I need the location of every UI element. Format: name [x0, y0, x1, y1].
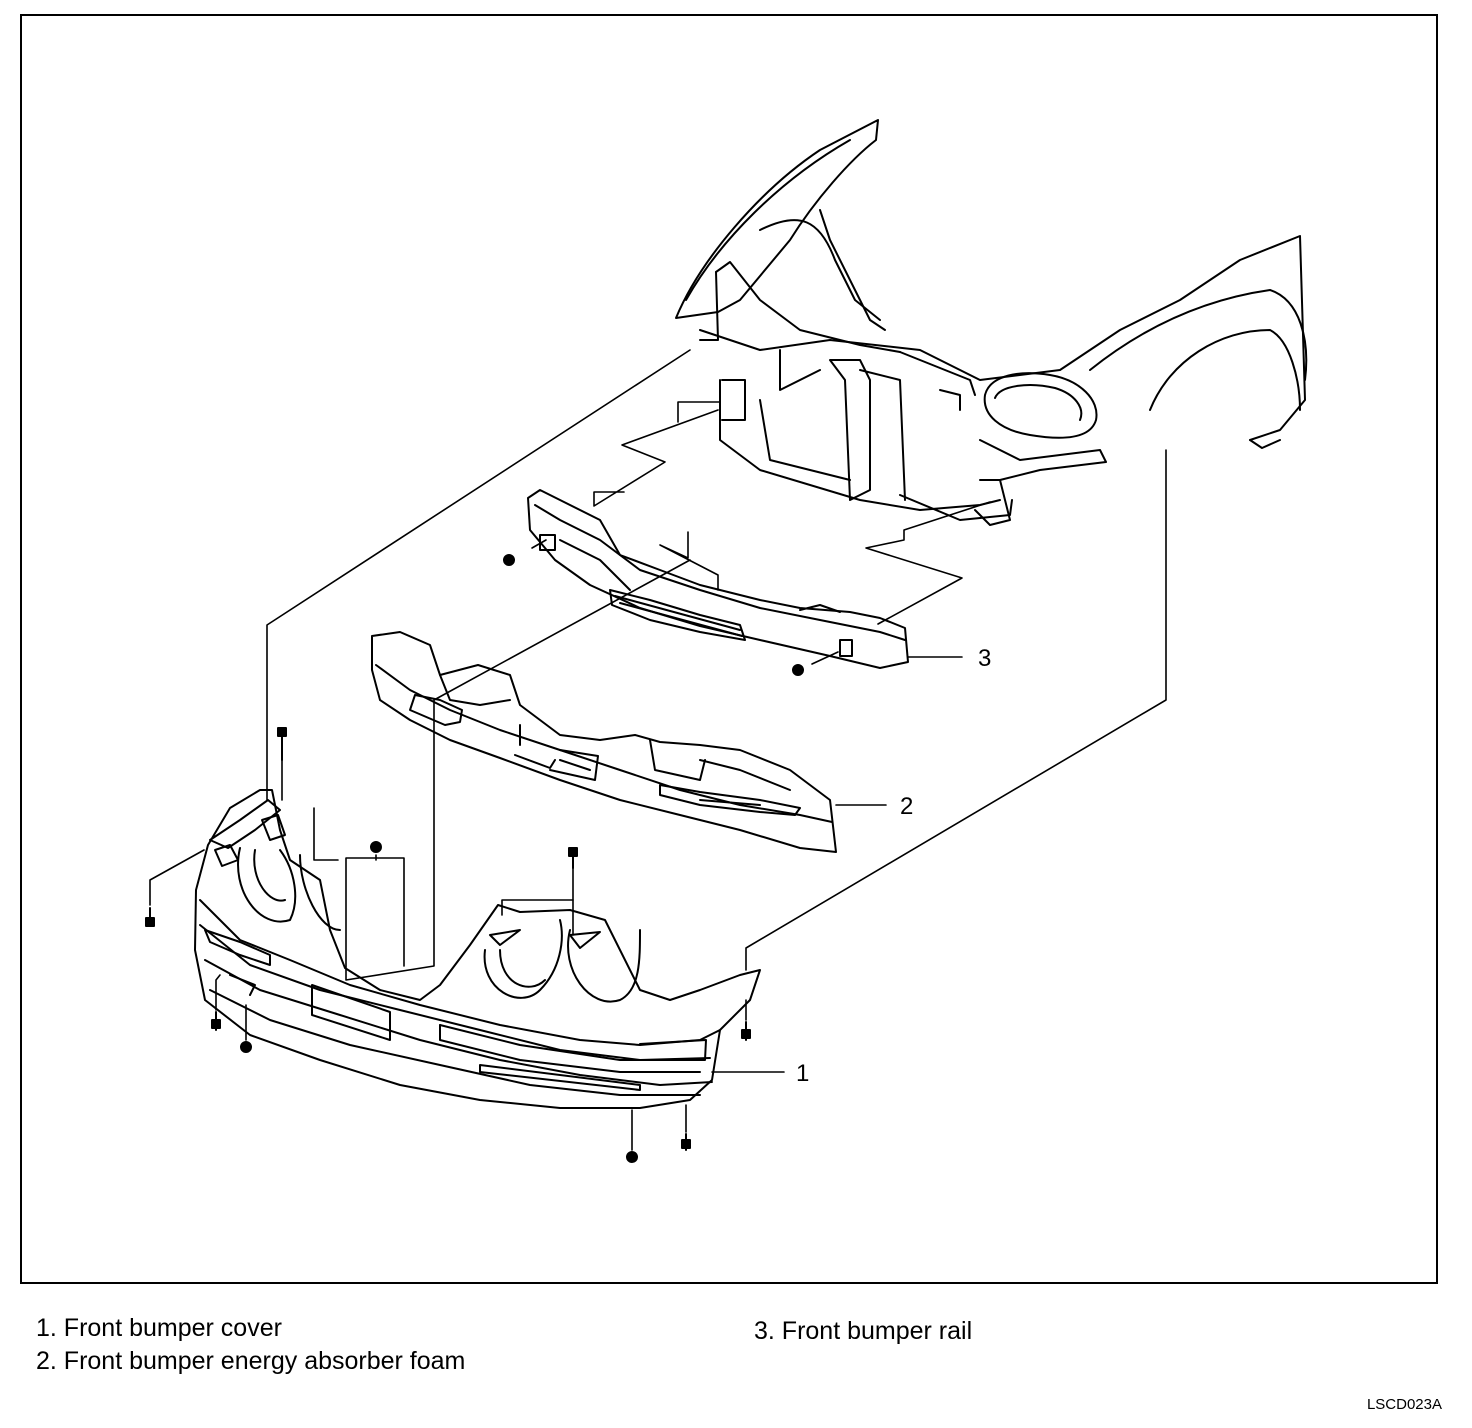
front-bumper-energy-absorber-foam [371, 631, 837, 853]
screw-icon-5 [741, 1021, 751, 1041]
clip-icon-2 [503, 554, 515, 566]
clip-icon-1 [370, 841, 382, 853]
legend-item-2: 2. Front bumper energy absorber foam [36, 1347, 466, 1375]
front-body-structure [675, 119, 1308, 526]
clip-icon-4 [240, 1041, 252, 1053]
screw-icon-2 [145, 907, 155, 927]
screw-icon-4 [211, 1011, 221, 1031]
legend-item-1: 1. Front bumper cover [36, 1314, 282, 1342]
clip-icon-5 [626, 1151, 638, 1163]
screw-icon-1 [277, 727, 287, 761]
clip-icon-3 [792, 664, 804, 676]
fasteners [145, 554, 804, 1163]
callout-2: 2 [900, 793, 914, 820]
front-bumper-rail [527, 489, 909, 669]
callout-3: 3 [978, 645, 992, 672]
assembly-lines [149, 349, 1167, 1151]
screw-icon-6 [681, 1133, 691, 1151]
front-bumper-cover [194, 789, 761, 1109]
callout-1: 1 [796, 1060, 810, 1087]
diagram-frame [20, 14, 1438, 1284]
legend-item-3: 3. Front bumper rail [754, 1317, 973, 1345]
screw-icon-3 [568, 847, 578, 869]
callout-leaders [711, 656, 963, 1073]
figure-code: LSCD023A [1366, 1396, 1442, 1413]
